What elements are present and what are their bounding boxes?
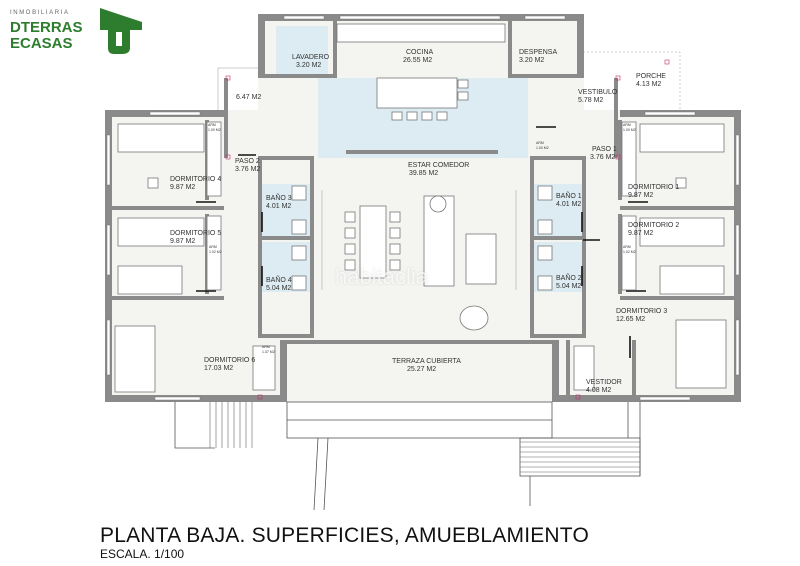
bano3-name: BAÑO 3 — [266, 193, 292, 202]
despensa-area: 3.20 M2 — [519, 57, 544, 64]
paso1-area: 3.76 M2 — [590, 154, 615, 161]
cocina-area: 26.55 M2 — [403, 57, 432, 64]
dorm3-area: 12.65 M2 — [616, 316, 645, 323]
company-logo: INMOBILIARIA DTERRAS ECASAS — [6, 8, 146, 60]
dorm5-area: 9.87 M2 — [170, 238, 195, 245]
bano3-area: 4.01 M2 — [266, 203, 291, 210]
dorm6-area: 17.03 M2 — [204, 365, 233, 372]
porche-area: 4.13 M2 — [636, 81, 661, 88]
logo-line-2: ECASAS — [10, 35, 73, 52]
logo-line-1: DTERRAS — [10, 19, 83, 36]
cocina-name: COCINA — [406, 49, 434, 56]
kitchen-furniture — [336, 23, 506, 121]
paso1-name: PASO 1 — [592, 146, 617, 153]
despensa-name: DESPENSA — [519, 49, 557, 56]
bedroom-furniture — [114, 121, 727, 393]
closet-labels: ARM 1.00 M2 ARM 1.02 M2 ARM 1.37 M2 ARM … — [208, 123, 636, 354]
bano4-name: BAÑO 4 — [266, 275, 292, 284]
windows — [106, 15, 740, 401]
vestidor-name: VESTIDOR — [586, 379, 622, 386]
closet2-area: 1.02 M2 — [623, 250, 636, 254]
dorm2-name: DORMITORIO 2 — [628, 222, 679, 229]
bano1-area: 4.01 M2 — [556, 201, 581, 208]
vestibulo-name: VESTIBULO — [578, 89, 618, 96]
porche-outline — [583, 51, 681, 112]
paso2-area: 3.76 M2 — [235, 166, 260, 173]
estar-name: ESTAR COMEDOR — [408, 162, 469, 169]
scale-label: ESCALA. 1/100 — [100, 547, 185, 561]
lavadero-name: LAVADERO — [292, 54, 330, 61]
dorm1-name: DORMITORIO 1 — [628, 184, 679, 191]
closetv-tag: ARM — [536, 141, 544, 145]
bano2-area: 5.04 M2 — [556, 283, 581, 290]
terraza-area: 25.27 M2 — [407, 366, 436, 373]
dorm2-area: 9.87 M2 — [628, 230, 653, 237]
porche-name: PORCHE — [636, 73, 666, 80]
closet1-tag: ARM — [623, 123, 631, 127]
closet2-tag: ARM — [623, 245, 631, 249]
vestibulo-area: 5.78 M2 — [578, 97, 603, 104]
closet5-tag: ARM — [209, 245, 217, 249]
vestidor-area: 4.08 M2 — [586, 387, 611, 394]
hall-left-area: 6.47 M2 — [236, 94, 261, 101]
dorm5-name: DORMITORIO 5 — [170, 230, 221, 237]
page-title: PLANTA BAJA. SUPERFICIES, AMUEBLAMIENTO — [100, 524, 589, 547]
terrace-steps — [174, 401, 641, 511]
bano4-area: 5.04 M2 — [266, 285, 291, 292]
estar-area: 39.85 M2 — [409, 170, 438, 177]
logo-tagline: INMOBILIARIA — [10, 10, 70, 16]
closet6-tag: ARM — [262, 345, 270, 349]
lavadero-area: 3.20 M2 — [296, 62, 321, 69]
paso2-name: PASO 2 — [235, 158, 260, 165]
dorm6-name: DORMITORIO 6 — [204, 357, 255, 364]
entry-left-outline — [217, 67, 258, 110]
dorm4-name: DORMITORIO 4 — [170, 176, 221, 183]
dorm3-name: DORMITORIO 3 — [616, 308, 667, 315]
closet6-area: 1.37 M2 — [262, 350, 275, 354]
bano1-name: BAÑO 1 — [556, 191, 582, 200]
bath-fixtures — [291, 185, 553, 291]
closetv-area: 1.00 M2 — [536, 146, 549, 150]
bano2-name: BAÑO 2 — [556, 273, 582, 282]
lavadero-tile — [276, 26, 328, 78]
pillars — [225, 59, 670, 400]
closet5-area: 1.02 M2 — [209, 250, 222, 254]
watermark: habitaclia — [335, 264, 428, 289]
dorm1-area: 9.87 M2 — [628, 192, 653, 199]
logo-mark-icon — [100, 8, 142, 54]
doors — [196, 126, 648, 358]
closet4-tag: ARM — [208, 123, 216, 127]
closet1-area: 1.00 M2 — [623, 128, 636, 132]
closet4-area: 1.00 M2 — [208, 128, 221, 132]
living-furniture — [321, 190, 517, 331]
room-labels: LAVADERO 3.20 M2 COCINA 26.55 M2 DESPENS… — [170, 49, 679, 394]
dorm4-area: 9.87 M2 — [170, 184, 195, 191]
terraza-name: TERRAZA CUBIERTA — [392, 358, 461, 365]
